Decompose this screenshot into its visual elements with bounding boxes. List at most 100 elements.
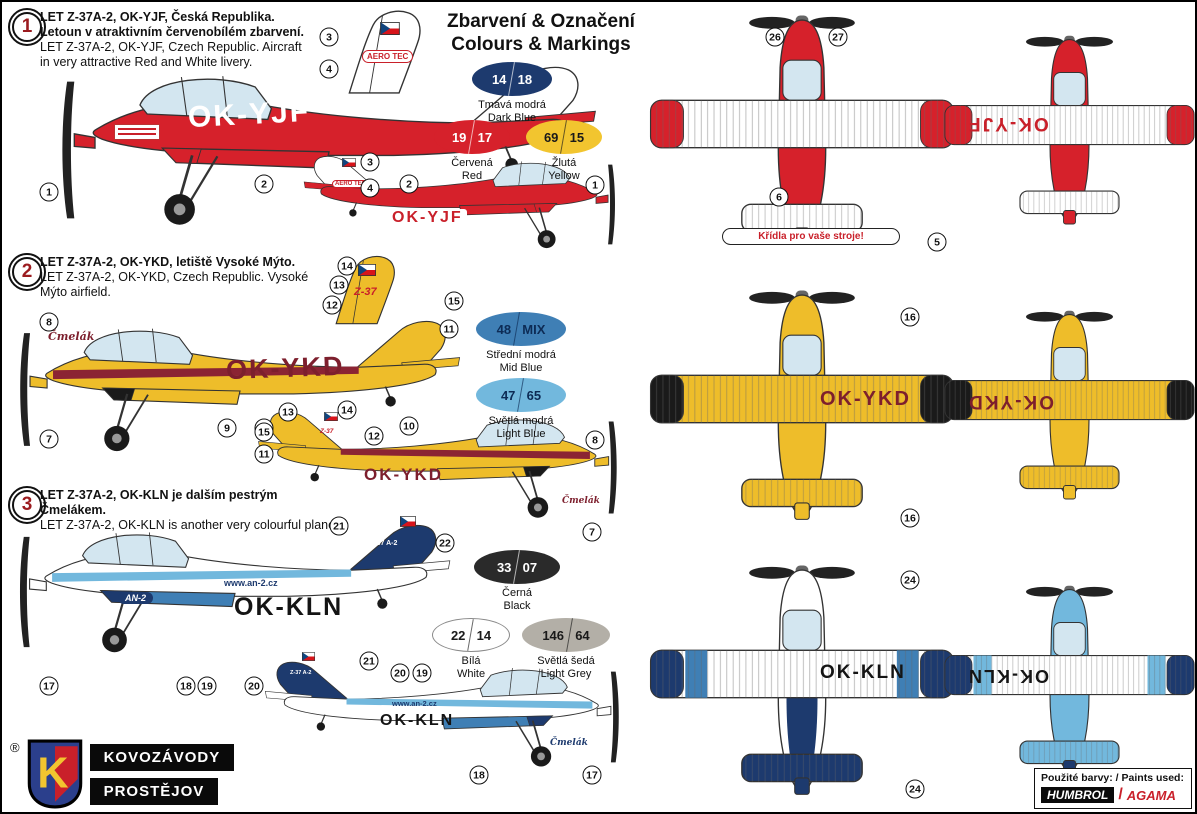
paint-code-1: 33 [496,559,512,575]
red-aircraft-top-view-upper [649,14,955,246]
registration-ok-ykd: OK-YKD [364,465,444,484]
paint-code-oval: 146 64 [522,618,610,652]
paint-code-1: 69 [543,129,559,145]
czech-flag-icon [358,264,376,276]
heading-cs: LET Z-37A-2, OK-YKD, letiště Vysoké Mýto… [40,255,296,269]
z37a2-fin-marking: Z-37 A-2 [370,540,398,547]
cmelak-script-marking: Čmelák [48,330,95,343]
paint-code-2: 14 [476,627,492,643]
z37a2-fin-marking: Z-37 A-2 [290,670,312,676]
cmelak-script-marking: Čmelák [562,496,600,506]
callout-19: 19 [197,676,217,696]
heading-en-2: in very attractive Red and White livery. [40,55,253,69]
paint-code-1: 19 [451,129,467,145]
cmelak-script-marking: Čmelák [550,738,588,748]
section-1-number: 1 [8,8,46,46]
brand-separator: / [1118,786,1123,803]
brand-line-1: KOVOZÁVODY [89,744,235,771]
heading-cs-2: Letoun v atraktivním červenobílém zbarve… [40,25,304,39]
registration-ok-kln: OK-KLN [234,593,344,621]
kp-logo-letter: K [37,749,68,797]
registration-ok-kln: OK-KLN [380,712,455,729]
registration-ok-ykd-topside: OK-YKD [820,388,911,410]
code-divider [508,62,516,96]
czech-flag-icon [324,412,338,421]
code-divider [513,312,521,346]
page-title: Zbarvení & Označení Colours & Markings [426,10,656,56]
paint-code-2: 64 [575,627,590,643]
callout-17: 17 [39,676,59,696]
an2-web-marking: www.an-2.cz [392,699,437,708]
heading-cs: LET Z-37A-2, OK-KLN je dalším pestrým Čm… [40,488,278,517]
registration-ok-ykd: OK-YKD [225,350,345,386]
manufacturer-brand: ® K KOVOZÁVODY PROSTĚJOV [10,738,235,810]
section-1-heading: LET Z-37A-2, OK-YJF, Česká Republika. Le… [40,10,340,70]
registration-ok-kln-underside: OK-KLN [967,666,1049,686]
paint-code-oval: 14 18 [472,62,552,96]
paint-code-2: 18 [517,71,533,87]
heading-en: LET Z-37A-2, OK-KLN is another very colo… [40,518,339,532]
paint-code-oval: 47 65 [476,378,566,412]
paint-code-1: 48 [496,321,512,337]
czech-flag-icon [380,22,400,35]
heading-en-2: Mýto airfield. [40,285,111,299]
page-title-en: Colours & Markings [451,34,631,55]
blue-aircraft-top-view-upper [649,564,955,796]
code-divider [560,120,568,154]
paint-code-1: 47 [500,387,516,403]
an2-nose-logo: AN-2 [118,592,154,604]
paint-code-1: 146 [542,627,565,643]
paints-used-box: Použité barvy: / Paints used: HUMBROL / … [1034,768,1192,809]
paints-used-label: Použité barvy: / Paints used: [1041,772,1184,784]
aerotec-logo: AERO TEC [332,180,370,188]
registration-ok-kln-topside: OK-KLN [820,662,906,683]
brand-name: KOVOZÁVODY PROSTĚJOV [89,744,235,805]
paint-code-2: 65 [526,387,542,403]
kp-logo: K [27,739,82,809]
registration-ok-ykd-underside: OK-YKD [967,391,1054,412]
paint-code-2: 17 [477,129,493,145]
czech-flag-icon [302,652,315,661]
heading-en: LET Z-37A-2, OK-YKD, Czech Republic. Vys… [40,270,309,284]
registration-ok-yjf-underside: OK-YJF [967,113,1049,134]
heading-cs: LET Z-37A-2, OK-YJF, Česká Republika. [40,10,275,24]
z37-fin-marking: Z-37 [354,286,377,298]
section-2-heading: LET Z-37A-2, OK-YKD, letiště Vysoké Mýto… [40,255,340,300]
humbrol-logo: HUMBROL [1041,787,1115,803]
section-3-number: 3 [8,486,46,524]
z37-fin-marking: Z-37 [320,428,334,435]
aerotec-logo: AERO TEC [362,50,414,63]
code-divider [566,618,574,652]
paint-code-oval: 69 15 [526,120,602,154]
page-title-cs: Zbarvení & Označení [447,11,635,32]
czech-flag-icon [400,516,416,527]
code-divider [513,550,521,584]
an2-web-marking: www.an-2.cz [224,578,278,588]
paint-code-2: MIX [522,321,546,337]
czech-flag-icon [342,158,356,167]
code-divider [468,120,476,154]
paint-code-2: 15 [569,129,585,145]
paint-code-1: 14 [491,71,507,87]
registered-trademark-icon: ® [10,740,20,755]
wings-banner: Křídla pro vaše stroje! [722,228,900,245]
section-2-number: 2 [8,253,46,291]
